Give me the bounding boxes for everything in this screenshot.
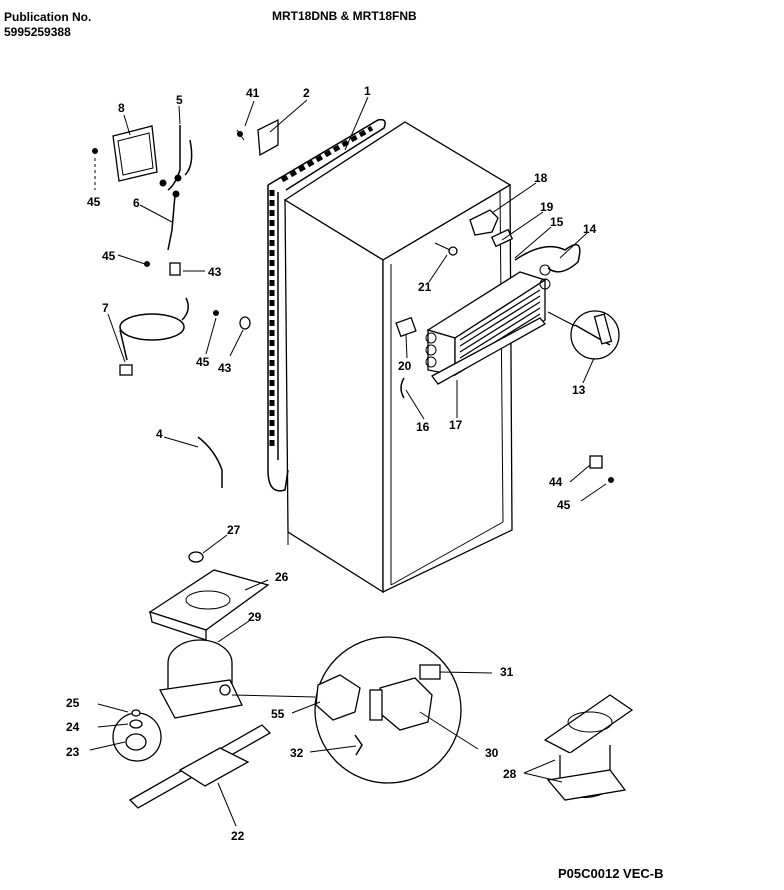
callout-18: 18 bbox=[534, 171, 548, 185]
part-7-power-cord bbox=[119, 297, 189, 376]
callout-16: 16 bbox=[416, 420, 430, 434]
callout-5: 5 bbox=[176, 93, 183, 107]
part-5-6-wiring bbox=[159, 125, 193, 251]
callout-27: 27 bbox=[227, 523, 241, 537]
part-16 bbox=[400, 377, 405, 399]
callout-15: 15 bbox=[550, 215, 564, 229]
callout-6: 6 bbox=[133, 196, 140, 210]
electrical-inset bbox=[314, 636, 462, 784]
part-28-compressor-assembly bbox=[543, 694, 634, 801]
callout-7: 7 bbox=[102, 301, 109, 315]
callout-44: 44 bbox=[549, 475, 563, 489]
callout-labels: 1 2 41 5 8 45 6 45 43 7 45 43 4 18 19 15… bbox=[66, 84, 597, 843]
evaporator bbox=[425, 264, 551, 385]
part-43-clip-upper bbox=[169, 262, 181, 276]
part-8-frame bbox=[112, 125, 158, 182]
callout-43-upper: 43 bbox=[208, 265, 222, 279]
callout-45-right: 45 bbox=[557, 498, 571, 512]
part-22-rail bbox=[128, 724, 272, 809]
model-numbers: MRT18DNB & MRT18FNB bbox=[272, 9, 417, 23]
callout-26: 26 bbox=[275, 570, 289, 584]
cabinet bbox=[283, 121, 513, 594]
callout-28: 28 bbox=[503, 767, 517, 781]
callout-21: 21 bbox=[418, 280, 432, 294]
part-27-grommet bbox=[188, 551, 204, 563]
part-21-screw bbox=[434, 242, 458, 256]
part-43-clip-lower bbox=[239, 316, 251, 330]
part-41-screw bbox=[236, 129, 245, 141]
callout-43-lower: 43 bbox=[218, 361, 232, 375]
part-13-inset bbox=[547, 310, 620, 360]
part-20 bbox=[395, 316, 417, 338]
callout-8: 8 bbox=[118, 101, 125, 115]
callout-20: 20 bbox=[398, 359, 412, 373]
parts-23-24-25 bbox=[112, 709, 162, 762]
callout-1: 1 bbox=[364, 84, 371, 98]
leader-lines bbox=[89, 96, 607, 827]
part-2-bracket bbox=[257, 118, 279, 157]
part-29-compressor bbox=[158, 639, 316, 719]
callout-24: 24 bbox=[66, 720, 80, 734]
callout-45-low: 45 bbox=[196, 355, 210, 369]
condenser-coil bbox=[267, 118, 386, 492]
callout-32: 32 bbox=[290, 746, 304, 760]
callout-17: 17 bbox=[449, 418, 463, 432]
callout-22: 22 bbox=[231, 829, 245, 843]
defrost-heater bbox=[514, 243, 581, 273]
part-4-tube bbox=[197, 436, 223, 488]
callout-14: 14 bbox=[583, 222, 597, 236]
callout-4: 4 bbox=[156, 427, 163, 441]
part-18-clip bbox=[469, 209, 499, 236]
callout-30: 30 bbox=[485, 746, 499, 760]
publication-number: 5995259388 bbox=[4, 25, 71, 39]
callout-23: 23 bbox=[66, 745, 80, 759]
callout-29: 29 bbox=[248, 610, 262, 624]
callout-25: 25 bbox=[66, 696, 80, 710]
callout-45-top: 45 bbox=[87, 195, 101, 209]
callout-2: 2 bbox=[303, 86, 310, 100]
callout-45-mid: 45 bbox=[102, 249, 116, 263]
part-44-bracket bbox=[589, 455, 603, 469]
callout-55: 55 bbox=[271, 707, 285, 721]
callout-19: 19 bbox=[540, 200, 554, 214]
publication-label: Publication No. bbox=[4, 10, 92, 24]
diagram-code: P05C0012 VEC-B bbox=[558, 866, 664, 881]
part-26-drain-pan bbox=[148, 569, 270, 641]
callout-41: 41 bbox=[246, 86, 260, 100]
callout-13: 13 bbox=[572, 383, 586, 397]
callout-31: 31 bbox=[500, 665, 514, 679]
